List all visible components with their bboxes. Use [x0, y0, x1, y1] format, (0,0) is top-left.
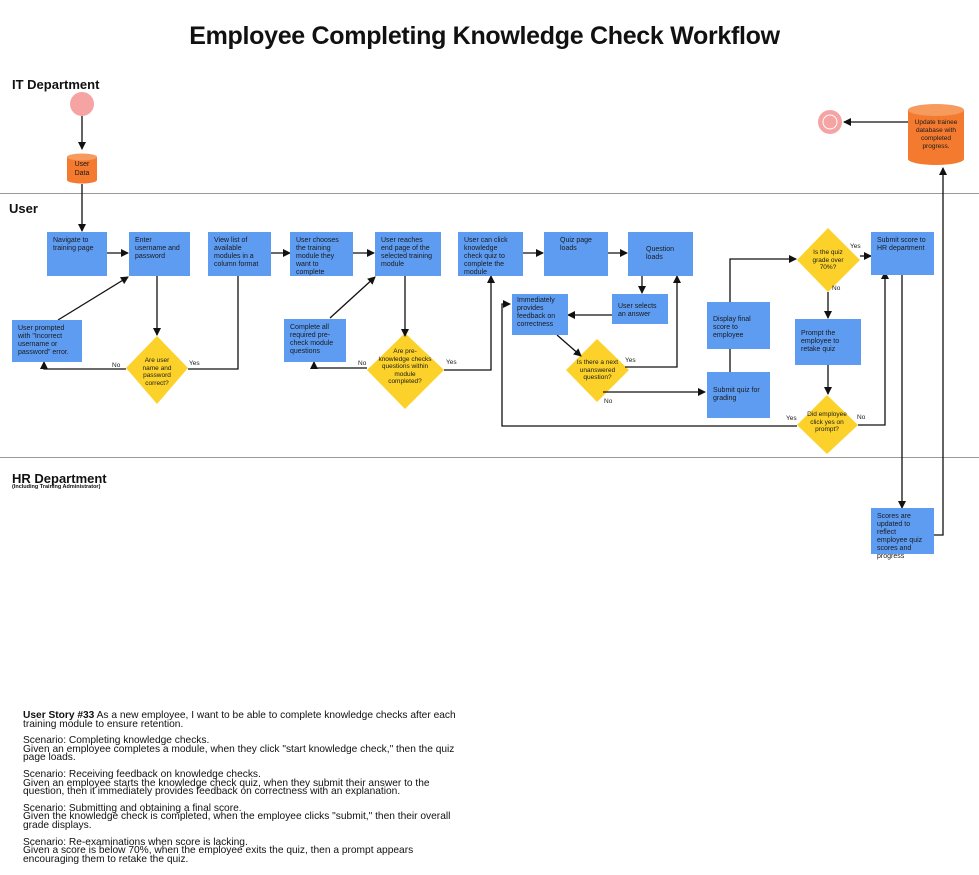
decision-retake — [797, 395, 858, 454]
edge-creds-no — [40, 361, 126, 370]
error-prompt-box: User prompted with "Incorrect username o… — [12, 320, 82, 362]
trainee-database — [908, 104, 964, 165]
user-story: User Story #33 As a new employee, I want… — [23, 710, 463, 872]
decision-credentials-label: Are user name and password correct? — [142, 357, 172, 387]
scenario-1: Scenario: Completing knowledge checks.Gi… — [23, 735, 463, 764]
decision-grade — [797, 228, 860, 292]
label-retake-no: No — [857, 414, 866, 421]
scenario-3-title: Scenario: Submitting and obtaining a fin… — [23, 802, 242, 814]
edge-complete-reach — [329, 276, 376, 319]
feedback-box: Immediately provides feedback on correct… — [512, 294, 568, 335]
edge-precheck-yes — [444, 275, 495, 371]
navigate-box: Navigate to training page — [47, 232, 107, 276]
submit-quiz-box: Submit quiz for grading — [707, 372, 770, 418]
label-grade-no: No — [832, 285, 841, 292]
complete-precheck-box: Complete all required pre-check module q… — [284, 319, 346, 362]
edge-error-enter — [57, 276, 129, 321]
choose-module-box: User chooses the training module they wa… — [290, 232, 353, 276]
scores-updated-box: Scores are updated to reflect employee q… — [871, 508, 934, 560]
enter-credentials-box: Enter username and password — [129, 232, 190, 276]
edge-next-yes — [625, 275, 681, 368]
label-precheck-no: No — [358, 360, 367, 367]
quiz-loads-box: Quiz page loads — [544, 232, 608, 276]
scenario-4-title: Scenario: Re-examinations when score is … — [23, 836, 248, 848]
label-next-no: No — [604, 398, 613, 405]
story-intro-text: As a new employee, I want to be able to … — [23, 710, 456, 730]
edge-precheck-no — [310, 361, 367, 369]
scenario-3: Scenario: Submitting and obtaining a fin… — [23, 802, 463, 831]
display-score-box: Display final score to employee — [707, 302, 770, 349]
lane-label-user: User — [9, 201, 38, 216]
scenario-3-body: Given the knowledge check is completed, … — [23, 811, 451, 831]
decision-retake-label: Did employee click yes on prompt? — [807, 411, 847, 433]
lane-divider-1 — [0, 193, 979, 194]
label-precheck-yes: Yes — [446, 359, 457, 366]
user-data-database — [67, 153, 97, 184]
scenario-2-title: Scenario: Receiving feedback on knowledg… — [23, 768, 261, 780]
edge-creds-yes — [188, 248, 242, 370]
lane-label-hr: HR Department — [12, 471, 107, 486]
decision-precheck — [367, 333, 444, 409]
decision-grade-label: Is the quiz grade over 70%? — [812, 249, 844, 271]
lane-label-it: IT Department — [12, 77, 100, 92]
reach-end-box: User reaches end page of the selected tr… — [375, 232, 441, 276]
end-node — [818, 110, 842, 134]
select-answer-box: User selects an answer — [612, 294, 668, 324]
submit-hr-box: Submit score to HR department — [871, 232, 934, 275]
edge-display-grade — [729, 255, 797, 302]
story-intro: User Story #33 As a new employee, I want… — [23, 710, 463, 730]
edge-scores-db — [934, 167, 947, 536]
label-creds-no: No — [112, 362, 121, 369]
lane-divider-2 — [0, 457, 979, 458]
scenario-2-body: Given an employee starts the knowledge c… — [23, 777, 430, 798]
label-retake-yes: Yes — [786, 415, 797, 422]
scenario-4: Scenario: Re-examinations when score is … — [23, 836, 463, 865]
user-data-label: User Data — [74, 161, 90, 177]
view-list-box: View list of available modules in a colu… — [208, 232, 271, 276]
scenario-1-title: Scenario: Completing knowledge checks. — [23, 735, 210, 747]
prompt-retake-box: Prompt the employee to retake quiz — [795, 319, 861, 365]
label-grade-yes: Yes — [850, 243, 861, 250]
story-heading: User Story #33 — [23, 710, 95, 721]
scenario-4-body: Given a score is below 70%, when the emp… — [23, 845, 414, 865]
decision-credentials — [126, 336, 188, 404]
diagram-title: Employee Completing Knowledge Check Work… — [189, 22, 780, 50]
edge-retake-no — [858, 271, 889, 426]
click-check-box: User can click knowledge check quiz to c… — [458, 232, 523, 276]
scenario-2: Scenario: Receiving feedback on knowledg… — [23, 768, 463, 798]
label-next-yes: Yes — [625, 357, 636, 364]
label-creds-yes: Yes — [189, 360, 200, 367]
edge-feedback-next — [556, 334, 582, 357]
start-node — [70, 92, 94, 116]
scenario-1-body: Given an employee completes a module, wh… — [23, 743, 455, 764]
lane-sublabel-hr: (Including Training Administrator) — [12, 484, 101, 490]
question-loads-box: Question loads — [628, 232, 693, 276]
edge-retake-yes — [501, 300, 797, 427]
decision-next-question-label: Is there a next unanswered question? — [576, 359, 619, 381]
decision-precheck-label: Are pre-knowledge checks questions withi… — [378, 348, 432, 385]
update-db-label: Update trainee database with completed p… — [914, 119, 958, 150]
